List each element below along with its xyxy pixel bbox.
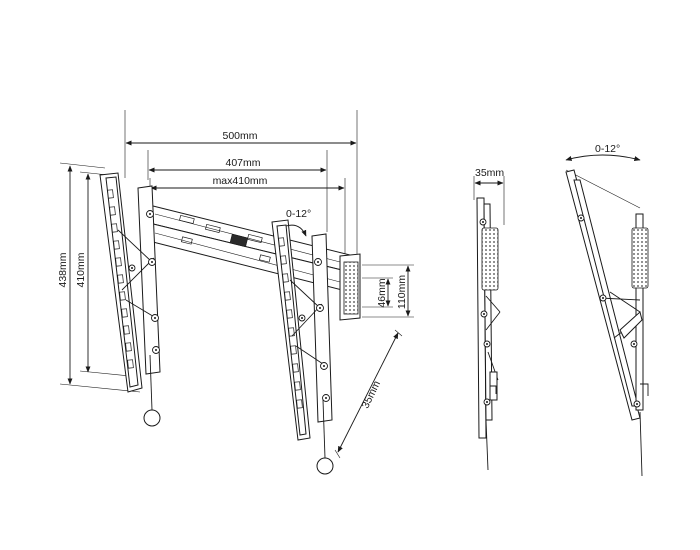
wall-depth-dimension: 35mm	[334, 329, 403, 459]
extension-lines	[59, 110, 414, 393]
width-dimensions: 500mm 407mm max410mm	[125, 130, 357, 191]
depth-dimensions: 46mm 110mm	[376, 265, 411, 317]
tilt-annotation: 0-12°	[285, 208, 311, 237]
dim-overall-width: 500mm	[222, 130, 257, 142]
side-view-upright: 35mm	[473, 167, 504, 471]
side-view-tilted: 0-12°	[565, 143, 649, 477]
spacer-block	[339, 253, 361, 321]
dim-max-width: max410mm	[213, 175, 268, 187]
dim-rail-width: 407mm	[225, 157, 260, 169]
dim-tilt-front: 0-12°	[286, 208, 311, 220]
dim-side-tilt: 0-12°	[595, 143, 620, 155]
dim-side-depth: 35mm	[475, 167, 504, 179]
right-tv-bracket	[271, 219, 334, 475]
dim-rail-height: 410mm	[75, 252, 87, 287]
dim-bracket-height: 110mm	[396, 275, 408, 309]
dim-wall-depth: 35mm	[360, 379, 384, 411]
dim-overall-height: 438mm	[57, 252, 69, 287]
height-dimensions: 438mm 410mm	[57, 165, 91, 385]
left-tv-bracket	[99, 172, 161, 427]
front-view: 500mm 407mm max410mm 438mm 410mm	[57, 110, 414, 475]
dim-bracket-depth: 46mm	[376, 278, 388, 307]
